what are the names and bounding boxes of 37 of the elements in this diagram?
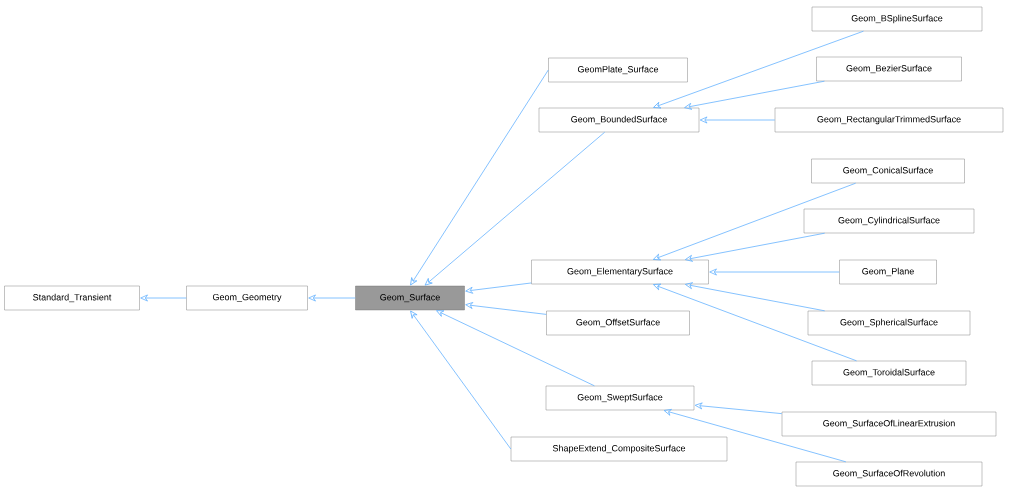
arrow bbox=[684, 282, 826, 312]
arrow bbox=[410, 310, 512, 450]
arrow bbox=[699, 116, 776, 124]
class-box: GeomPlate_Surface bbox=[548, 57, 688, 83]
class-box: Standard_Transient bbox=[4, 285, 140, 311]
arrow bbox=[684, 232, 826, 262]
arrow bbox=[424, 131, 606, 286]
class-box: Geom_CylindricalSurface bbox=[803, 208, 975, 234]
class-box: Geom_ElementarySurface bbox=[531, 259, 709, 285]
arrow bbox=[709, 268, 840, 276]
class-box: Geom_Geometry bbox=[186, 285, 308, 311]
class-box: Geom_Surface bbox=[355, 285, 465, 311]
class-box: Geom_BezierSurface bbox=[816, 56, 962, 82]
class-box: Geom_OffsetSurface bbox=[546, 310, 690, 336]
class-box: Geom_BoundedSurface bbox=[538, 107, 700, 133]
arrow bbox=[684, 80, 825, 110]
arrow bbox=[465, 282, 532, 294]
class-box: Geom_RectangularTrimmedSurface bbox=[774, 107, 1004, 133]
class-box: ShapeExtend_CompositeSurface bbox=[510, 436, 728, 462]
arrow bbox=[436, 310, 595, 387]
arrow bbox=[410, 69, 549, 286]
class-box: Geom_SphericalSurface bbox=[807, 310, 971, 336]
arrow bbox=[653, 283, 857, 362]
class-box: Geom_SurfaceOfLinearExtrusion bbox=[781, 411, 997, 437]
class-box: Geom_ConicalSurface bbox=[811, 158, 965, 184]
class-box: Geom_SweptSurface bbox=[545, 385, 695, 411]
arrow bbox=[140, 294, 187, 302]
class-box: Geom_ToroidalSurface bbox=[811, 360, 967, 386]
arrow bbox=[465, 302, 547, 315]
arrow bbox=[308, 294, 356, 302]
class-box: Geom_Plane bbox=[839, 259, 937, 285]
class-box: Geom_BSplineSurface bbox=[811, 6, 983, 32]
arrow bbox=[663, 409, 847, 463]
arrow bbox=[653, 30, 864, 109]
class-box: Geom_SurfaceOfRevolution bbox=[795, 461, 983, 487]
arrow bbox=[652, 182, 857, 261]
arrow bbox=[694, 402, 783, 415]
